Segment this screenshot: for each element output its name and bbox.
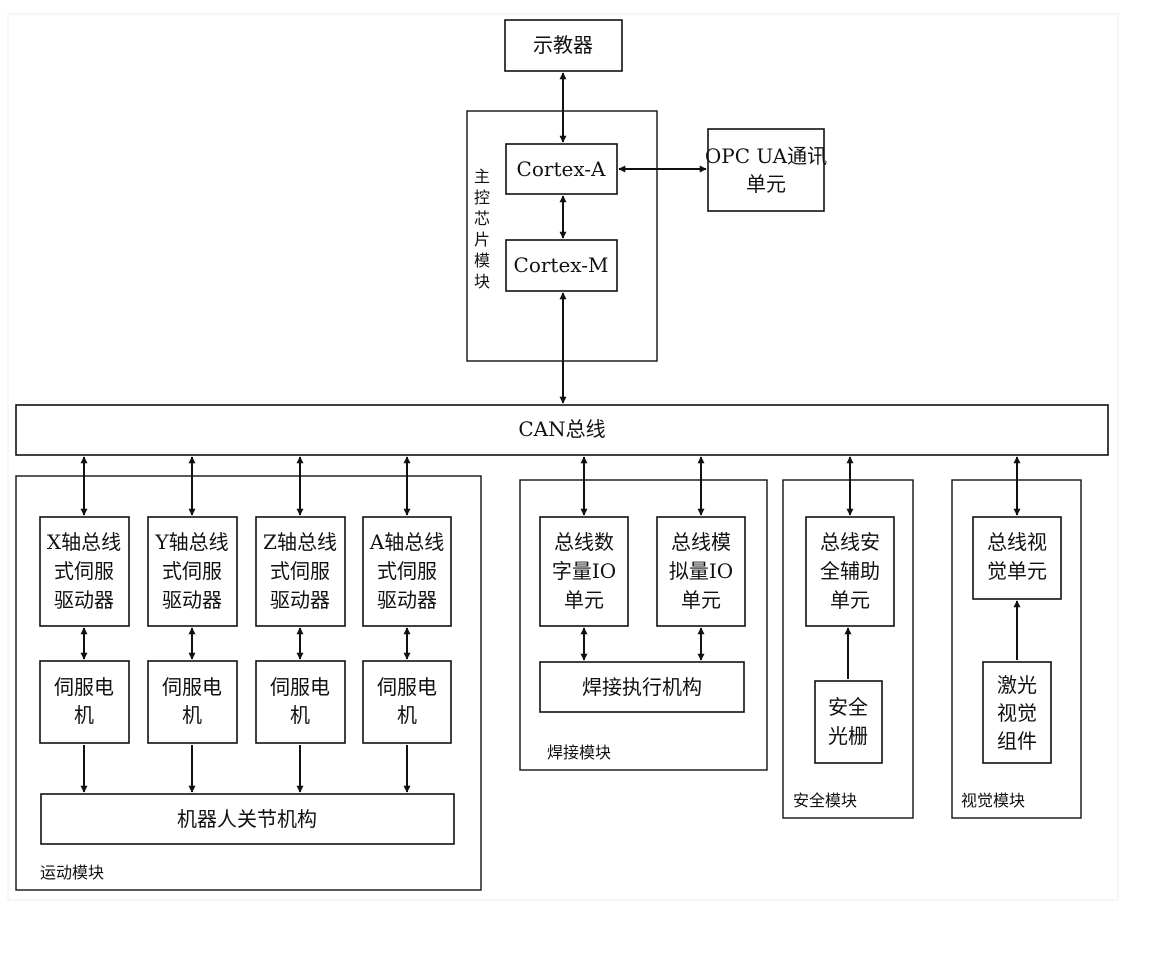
analog-io-box [656,516,746,627]
svg-text:主: 主 [474,167,490,186]
cortex-a-label: Cortex-A [517,157,606,181]
y-motor-box [147,660,238,744]
z-driver-label-line3: 驱动器 [270,588,330,612]
vision-module-label: 视觉模块 [961,791,1025,810]
vision-unit-label-line1: 总线视 [987,530,1047,554]
analog-io-label-line2: 拟量IO [669,559,733,583]
main-chip-module-label: 主 控 芯 片 模 块 [474,167,490,291]
svg-text:控: 控 [474,188,490,207]
safety-unit-label-line1: 总线安 [820,530,880,554]
z-driver-label-line1: Z轴总线 [263,530,337,554]
safety-curtain-label-line2: 光栅 [828,724,868,748]
y-motor-label-line1: 伺服电 [162,675,222,699]
z-motor-label-line2: 机 [290,703,310,727]
a-motor-label-line2: 机 [397,703,417,727]
y-driver-label-line2: 式伺服 [162,559,222,583]
z-driver-label-line2: 式伺服 [270,559,330,583]
digital-io-label-line3: 单元 [564,588,604,612]
svg-text:片: 片 [474,230,490,249]
welding-module-label: 焊接模块 [547,743,611,762]
a-driver-box [362,516,452,627]
analog-io-label-line3: 单元 [681,588,721,612]
svg-text:芯: 芯 [474,209,490,228]
cortex-m-label: Cortex-M [514,253,609,277]
digital-io-label-line1: 总线数 [554,530,614,554]
svg-text:块: 块 [474,272,490,291]
robot-joint-box [40,793,455,845]
x-driver-box [39,516,130,627]
safety-module-label: 安全模块 [793,791,857,810]
z-motor-box [255,660,346,744]
laser-vision-label-line3: 组件 [997,729,1037,753]
can-bus-label: CAN总线 [518,417,605,441]
digital-io-label-line2: 字量IO [552,559,616,583]
opcua-unit-box [707,128,825,212]
x-motor-label-line1: 伺服电 [54,675,114,699]
opcua-unit-label-line1: OPC UA通讯 [705,144,827,168]
page-frame [7,13,1119,901]
safety-unit-label-line2: 全辅助 [820,559,880,583]
teach-pendant-box [504,19,623,72]
cortex-m-box [505,239,618,292]
x-motor-label-line2: 机 [74,703,94,727]
a-driver-label-line1: A轴总线 [369,530,444,554]
safety-unit-label-line3: 单元 [830,588,870,612]
vision-unit-box [972,516,1062,600]
safety-curtain-box [814,680,883,764]
opcua-unit-label-line2: 单元 [746,172,786,196]
y-driver-label-line3: 驱动器 [162,588,222,612]
x-driver-label-line2: 式伺服 [54,559,114,583]
x-driver-label-line3: 驱动器 [54,588,114,612]
y-motor-label-line2: 机 [182,703,202,727]
a-motor-label-line1: 伺服电 [377,675,437,699]
safety-unit-box [805,516,895,627]
cortex-a-box [505,143,618,195]
motion-module-label: 运动模块 [40,863,104,882]
y-driver-label-line1: Y轴总线 [154,530,228,554]
laser-vision-label-line2: 视觉 [997,701,1037,725]
a-driver-label-line2: 式伺服 [377,559,437,583]
motion-module-group [15,475,482,891]
safety-curtain-label-line1: 安全 [828,695,868,719]
welding-module-group [519,479,768,771]
digital-io-box [539,516,629,627]
x-driver-label-line1: X轴总线 [47,530,121,554]
welding-actuator-box [539,661,745,713]
welding-actuator-label: 焊接执行机构 [582,675,702,699]
z-driver-box [255,516,346,627]
vision-unit-label-line2: 觉单元 [987,559,1047,583]
analog-io-label-line1: 总线模 [671,530,731,554]
a-motor-box [362,660,452,744]
laser-vision-label-line1: 激光 [997,673,1037,697]
robot-joint-label: 机器人关节机构 [177,807,317,831]
a-driver-label-line3: 驱动器 [377,588,437,612]
x-motor-box [39,660,130,744]
z-motor-label-line1: 伺服电 [270,675,330,699]
laser-vision-box [982,661,1052,764]
y-driver-box [147,516,238,627]
can-bus-box [15,404,1109,456]
teach-pendant-label: 示教器 [533,33,593,57]
svg-text:模: 模 [474,251,490,270]
